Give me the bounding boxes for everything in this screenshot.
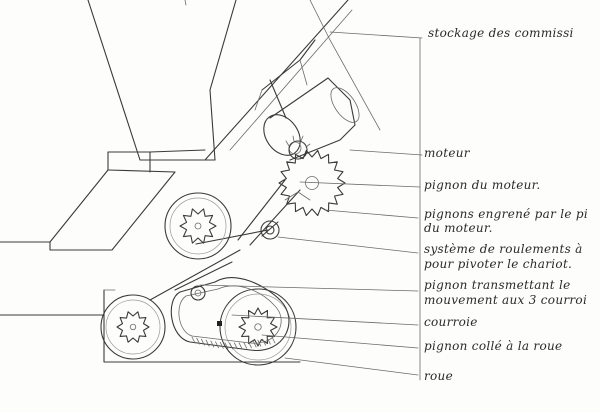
belt-hatch-mark — [196, 337, 201, 345]
belt-hatch-mark — [205, 339, 210, 347]
belt-hatch-mark — [238, 342, 243, 350]
label-roue: roue — [424, 369, 453, 383]
belt-hatch-mark — [229, 342, 234, 350]
upper-wheel-pinion — [179, 208, 217, 244]
label-pignon-colle: pignon collé à la roue — [424, 339, 563, 353]
engaged-gear — [278, 149, 346, 217]
storage-block — [87, 0, 381, 161]
glued-pinion-marker — [217, 321, 222, 326]
lower-right-wheel-pinion — [238, 307, 278, 347]
label-courroie: courroie — [424, 315, 478, 329]
upper-wheel-pinion-hub — [194, 222, 202, 230]
belt-hatch-mark — [215, 341, 219, 349]
belt-hatch-mark — [262, 338, 266, 346]
leader-lines — [199, 31, 423, 381]
belt-hatch-mark — [201, 338, 205, 346]
pivot-bearing — [260, 191, 311, 240]
belt-hatch-mark — [224, 342, 229, 350]
belt-hatch-mark — [248, 341, 252, 349]
lower-left-wheel — [100, 294, 166, 360]
belt-hatch-mark — [191, 336, 196, 344]
label-roulements-line1: système de roulements à — [424, 242, 583, 256]
chariot-frame — [149, 39, 316, 301]
belt-hatch-mark — [257, 339, 262, 347]
staircase — [0, 149, 301, 363]
label-moteur: moteur — [424, 146, 470, 160]
label-transmettant-line2: mouvement aux 3 courroi — [424, 293, 588, 307]
belt-hatch-mark — [252, 340, 257, 348]
belt-hatch-mark — [271, 336, 276, 344]
lower-left-wheel-pinion — [116, 311, 150, 343]
engaged-gear-teeth — [278, 149, 346, 217]
lower-right-wheel — [219, 288, 297, 366]
label-transmettant-line1: pignon transmettant le — [424, 278, 571, 292]
upper-wheel — [164, 192, 232, 260]
lower-right-wheel-pinion-hub — [254, 323, 262, 331]
belt-hatch-mark — [233, 342, 238, 350]
motor — [263, 77, 360, 161]
belt-hatch-mark — [219, 341, 224, 349]
belt-hatch-mark — [266, 337, 271, 345]
transmitting-pinion — [190, 285, 206, 301]
belt-hatch-mark — [243, 341, 248, 349]
motor-pinion — [285, 135, 311, 160]
label-pignon-moteur: pignon du moteur. — [424, 178, 541, 192]
label-stockage: stockage des commissi — [428, 26, 574, 40]
label-pignons-engrene-line1: pignons engrené par le pi — [424, 207, 589, 221]
lower-left-wheel-pinion-hub — [129, 323, 137, 331]
belt — [170, 277, 290, 351]
label-roulements-line2: pour pivoter le chariot. — [424, 257, 573, 271]
belt-hatch-mark — [210, 340, 215, 348]
label-pignons-engrene-line2: du moteur. — [424, 221, 493, 235]
